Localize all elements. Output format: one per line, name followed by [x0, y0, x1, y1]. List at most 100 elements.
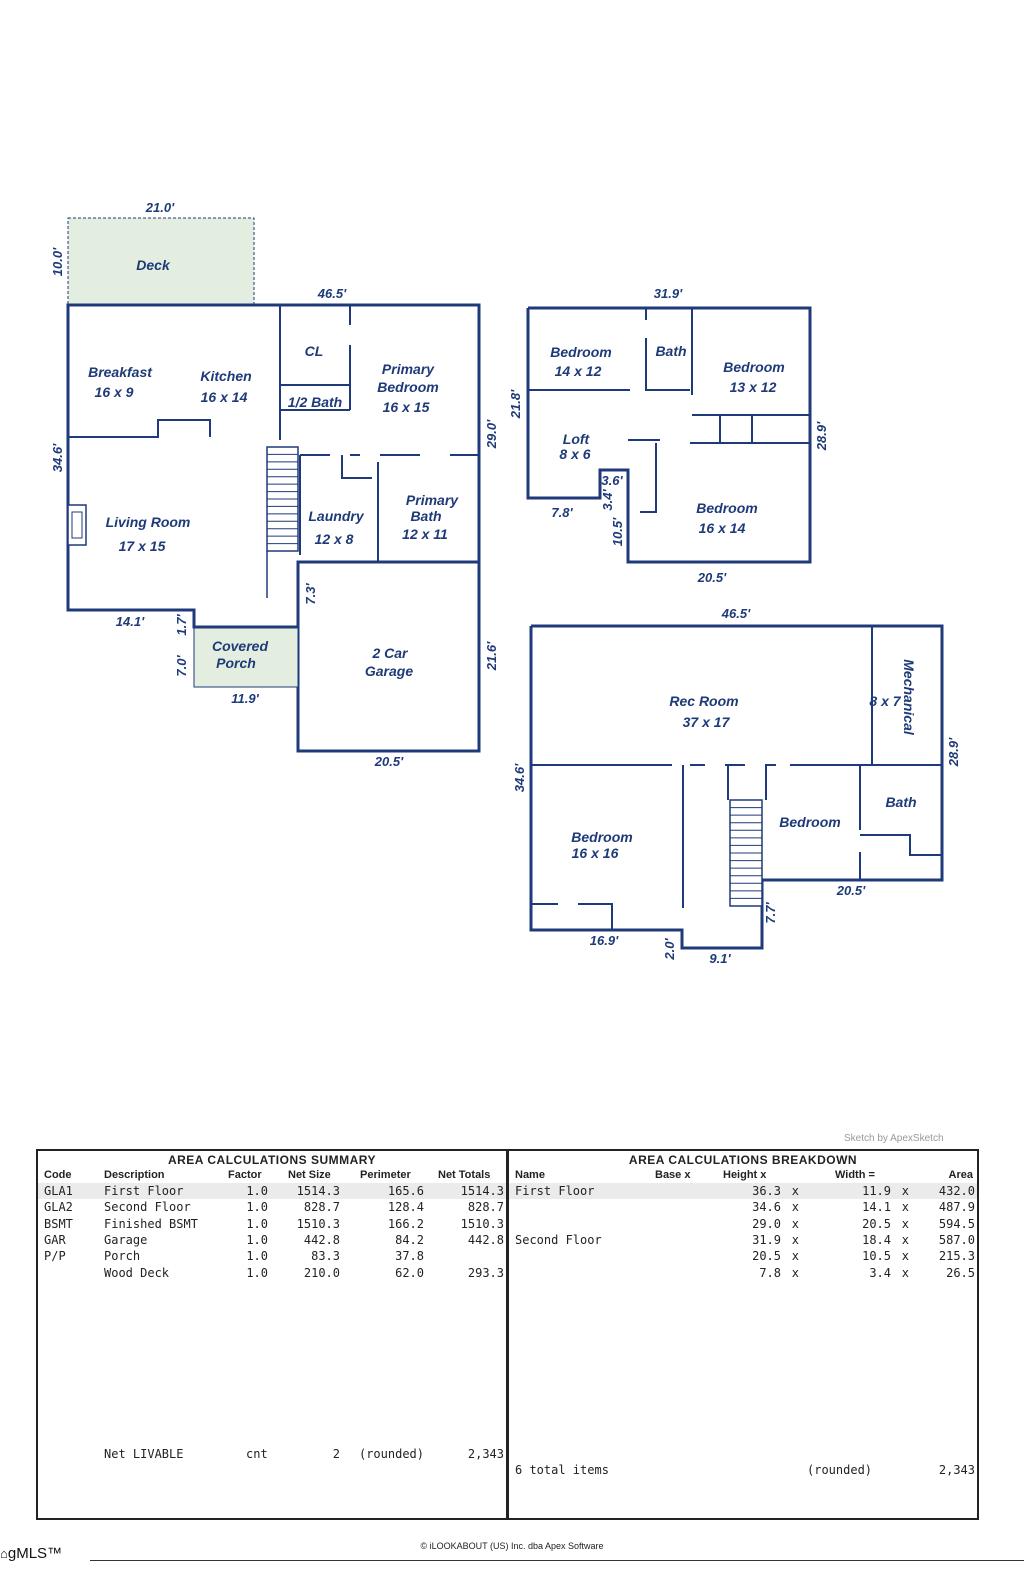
summary-cell: 1514.3 — [296, 1184, 340, 1198]
sketch-credit: Sketch by ApexSketch — [844, 1133, 944, 1144]
summary-cell: 1510.3 — [296, 1216, 340, 1231]
dim-7-0: 7.0' — [174, 655, 189, 677]
summary-cell: Second Floor — [104, 1200, 191, 1215]
summary-footer-cnt: cnt — [246, 1447, 268, 1461]
basement-plan: 46.5' 34.6' 28.9' 20.5' 16.9' 2.0' 9.1' … — [512, 606, 961, 966]
summary-cell: 828.7 — [303, 1200, 340, 1215]
breakdown-row: 7.83.426.5xx= — [509, 1266, 977, 1282]
summary-cell: 1.0 — [246, 1265, 268, 1280]
summary-cell: 210.0 — [303, 1265, 340, 1280]
summary-header-row: Code Description Factor Net Size Perimet… — [38, 1169, 506, 1183]
summary-cell: 828.7 — [467, 1200, 504, 1215]
bs-dim-20-5: 20.5' — [836, 883, 866, 898]
basement-outline — [529, 624, 944, 950]
summary-col-netsize: Net Size — [288, 1169, 331, 1181]
primary-bath-size: 12 x 11 — [402, 526, 448, 542]
bs-bedroom-big-size: 16 x 16 — [572, 845, 619, 861]
summary-cell: 1.0 — [246, 1216, 268, 1231]
summary-cell: GLA1 — [44, 1184, 73, 1198]
summary-cell: First Floor — [104, 1184, 184, 1198]
dim-1-7: 1.7' — [174, 614, 189, 636]
summary-cell: 166.2 — [387, 1216, 424, 1231]
deck-label: Deck — [136, 257, 171, 273]
summary-col-description: Description — [104, 1169, 165, 1181]
summary-footer-count: 2 — [332, 1447, 340, 1461]
garage-name1: 2 Car — [371, 645, 409, 661]
living-room-size: 17 x 15 — [119, 538, 166, 554]
summary-footer-row: Net LIVABLE cnt 2 (rounded) 2,343 — [38, 1447, 506, 1463]
breakfast-size: 16 x 9 — [95, 384, 134, 400]
breakdown-footer-total: 2,343 — [938, 1463, 975, 1477]
breakdown-cell: 7.8 — [759, 1265, 781, 1280]
summary-cell: 165.6 — [387, 1184, 424, 1198]
summary-cell: 442.8 — [303, 1232, 340, 1247]
primary-bath-name2: Bath — [410, 508, 441, 524]
dim-11-9: 11.9' — [231, 691, 259, 706]
brand-logo: ⌂gMLS™ — [0, 1545, 62, 1562]
dim-14-1: 14.1' — [116, 614, 145, 629]
bottom-rule — [90, 1560, 1024, 1561]
summary-footer-label: Net LIVABLE — [104, 1447, 184, 1461]
bs-left-dim: 34.6' — [512, 763, 527, 792]
deck-depth: 10.0' — [50, 247, 65, 276]
breakfast-name: Breakfast — [88, 364, 153, 380]
laundry-size: 12 x 8 — [315, 531, 354, 547]
dim-21-6: 21.6' — [484, 641, 499, 671]
dim-20-5: 20.5' — [374, 754, 404, 769]
main-left-height: 34.6' — [50, 443, 65, 472]
fireplace-icon — [67, 504, 87, 546]
summary-cell: Wood Deck — [104, 1265, 170, 1280]
summary-cell: 442.8 — [467, 1232, 504, 1247]
bs-right-dim: 28.9' — [946, 737, 961, 767]
porch-name2: Porch — [216, 655, 256, 671]
sf-dim-7-8: 7.8' — [551, 505, 573, 520]
primary-bedroom-name1: Primary — [382, 361, 435, 377]
summary-cell: 1.0 — [246, 1200, 268, 1215]
summary-cell: 1514.3 — [460, 1184, 504, 1198]
sf-loft-name: Loft — [563, 431, 591, 447]
sf-dim-3-6: 3.6' — [601, 473, 623, 488]
summary-col-factor: Factor — [228, 1169, 262, 1181]
times-symbol: x — [791, 1232, 799, 1247]
summary-cell: P/P — [44, 1249, 66, 1264]
mechanical-size: 8 x 7 — [869, 693, 901, 709]
sf-bedroom2-name: Bedroom — [723, 359, 784, 375]
dim-7-3: 7.3' — [303, 583, 318, 605]
deck-width: 21.0' — [145, 200, 175, 215]
area-summary-table: AREA CALCULATIONS SUMMARY Code Descripti… — [36, 1149, 508, 1520]
times-symbol: x — [901, 1216, 909, 1231]
breakdown-cell: 215.3 — [938, 1249, 975, 1264]
summary-col-perimeter: Perimeter — [360, 1169, 411, 1181]
summary-cell: 62.0 — [395, 1265, 424, 1280]
breakdown-cell: 29.0 — [752, 1216, 781, 1231]
times-symbol: x — [901, 1200, 909, 1215]
sf-bath-name: Bath — [655, 343, 686, 359]
copyright-text: © iLOOKABOUT (US) Inc. dba Apex Software — [420, 1541, 604, 1551]
breakdown-cell: 587.0 — [938, 1232, 975, 1247]
sf-bottom-dim: 20.5' — [697, 570, 727, 585]
second-floor-plan: 31.9' 21.8' 28.9' 7.8' 3.6' 3.4' 10.5' 2… — [508, 286, 829, 585]
house-icon: ⌂ — [0, 1546, 8, 1561]
summary-cell: GAR — [44, 1232, 66, 1247]
breakdown-cell: 487.9 — [938, 1200, 975, 1215]
closet-name: CL — [305, 343, 324, 359]
summary-cell: 37.8 — [395, 1249, 424, 1264]
breakdown-cell: 594.5 — [938, 1216, 975, 1231]
deck-area — [67, 217, 255, 306]
summary-cell: 1.0 — [246, 1184, 268, 1198]
sf-dim-3-4: 3.4' — [600, 489, 615, 511]
summary-cell: 1510.3 — [460, 1216, 504, 1231]
sf-loft-size: 8 x 6 — [559, 446, 590, 462]
breakdown-cell: 14.1 — [862, 1200, 891, 1215]
second-floor-outline — [526, 306, 812, 564]
summary-cell: BSMT — [44, 1216, 73, 1231]
summary-col-nettotals: Net Totals — [438, 1169, 491, 1181]
breakdown-header-row: Name Base x Height x Width = Area — [509, 1169, 977, 1183]
summary-footer-rounded: (rounded) — [358, 1447, 424, 1461]
